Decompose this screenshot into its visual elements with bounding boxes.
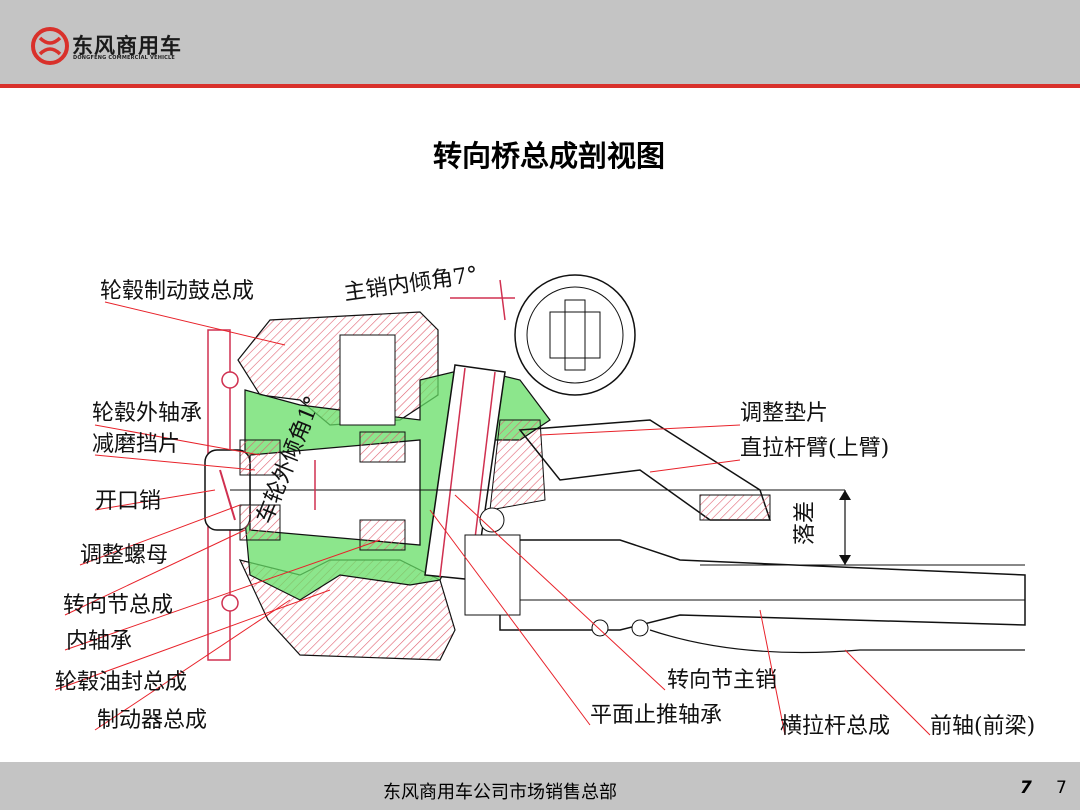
header-bar: [0, 0, 1080, 84]
label-adjusting-nut: 调整螺母: [80, 543, 168, 568]
page-number: 7: [1056, 778, 1067, 798]
tie-rod-end: [479, 507, 505, 533]
label-knuckle-assembly: 转向节总成: [63, 593, 173, 618]
label-thrust-bearing: 平面止推轴承: [590, 703, 722, 728]
label-tie-rod: 横拉杆总成: [780, 714, 890, 739]
inner-bearing: [359, 431, 406, 463]
steering-axle-section-diagram: 轮毂制动鼓总成 主销内倾角7° 轮毂外轴承 减磨挡片 开口销 调整螺母 转向节总…: [54, 262, 1035, 739]
label-hub-brake-drum: 轮毂制动鼓总成: [100, 279, 254, 304]
label-front-axle: 前轴(前梁): [930, 714, 1035, 739]
brake-chamber: [339, 334, 396, 426]
brand-name: 东风商用车: [72, 34, 182, 58]
footer-text: 东风商用车公司市场销售总部: [383, 782, 617, 803]
label-drop: 落差: [793, 501, 818, 545]
leader-lines: [54, 301, 931, 736]
inner-bearing-lower: [359, 519, 406, 551]
brand-subtitle: DONGFENG COMMERCIAL VEHICLE: [73, 55, 176, 61]
outer-bearing-lower: [239, 504, 281, 541]
front-axle-beam: [499, 539, 1026, 631]
label-hub-outer-bearing: 轮毂外轴承: [92, 401, 202, 426]
footer-bar: [0, 762, 1080, 810]
upper-bolt: [221, 371, 239, 389]
label-kingpin-inclination: 主销内倾角7°: [342, 262, 479, 306]
label-hub-oil-seal: 轮毂油封总成: [55, 670, 187, 695]
label-inner-bearing: 内轴承: [66, 629, 132, 654]
label-wear-washer: 减磨挡片: [92, 432, 180, 457]
axle-lower-curve: [649, 629, 1025, 654]
label-brake-assembly: 制动器总成: [97, 708, 207, 733]
label-kingpin: 转向节主销: [667, 668, 777, 693]
header-accent-line: [0, 84, 1080, 88]
label-drag-link-arm: 直拉杆臂(上臂): [740, 436, 889, 461]
label-shim: 调整垫片: [740, 401, 828, 426]
page-number-italic: 7: [1020, 778, 1032, 798]
lower-bolt: [221, 594, 239, 612]
slide-title: 转向桥总成剖视图: [432, 139, 665, 173]
dongfeng-logo-icon: [31, 27, 69, 65]
label-cotter-pin: 开口销: [95, 489, 161, 514]
axle-end-hatch: [489, 419, 546, 511]
